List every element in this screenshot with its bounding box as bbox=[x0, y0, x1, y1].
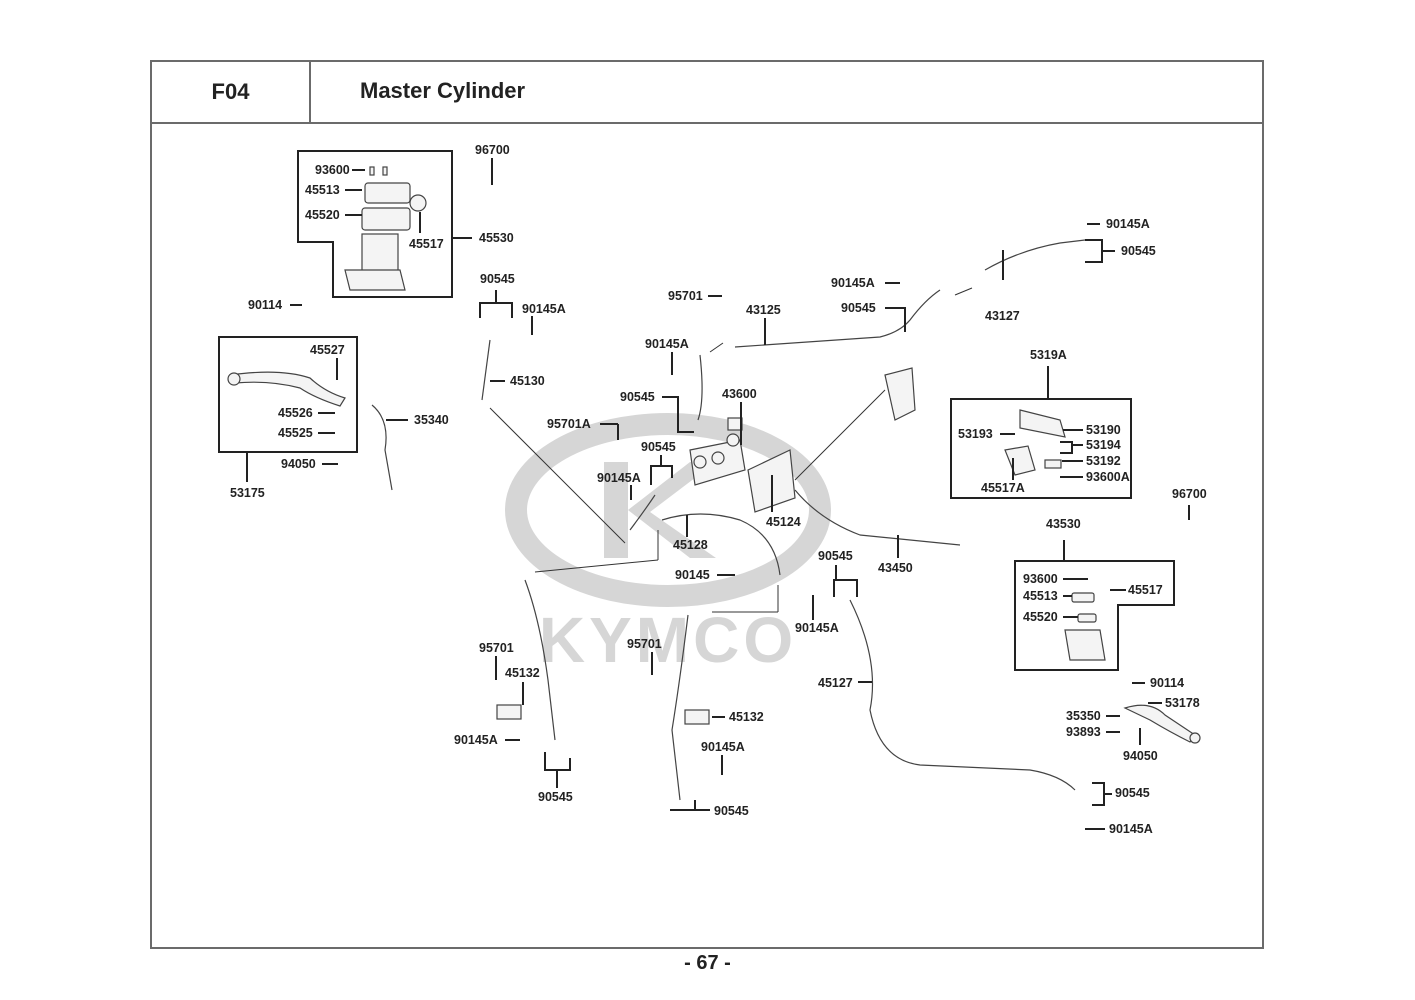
part-label: 90145A bbox=[1106, 217, 1150, 231]
part-label: 90545 bbox=[818, 549, 853, 563]
part-label: 93600 bbox=[315, 163, 350, 177]
part-label: 43127 bbox=[985, 309, 1020, 323]
hose-45127 bbox=[849, 599, 1076, 791]
part-label: 53194 bbox=[1086, 438, 1121, 452]
cable-43450 bbox=[794, 489, 961, 546]
watermark-text: KYMCO bbox=[539, 604, 797, 676]
part-label: 90545 bbox=[641, 440, 676, 454]
part-label: 90145A bbox=[522, 302, 566, 316]
part-label: 93600 bbox=[1023, 572, 1058, 586]
part-label: 5319A bbox=[1030, 348, 1067, 362]
hose-45128-a bbox=[629, 494, 656, 531]
part-label: 45517A bbox=[981, 481, 1025, 495]
part-label: 53192 bbox=[1086, 454, 1121, 468]
hose-45128 bbox=[661, 513, 781, 576]
page-number: - 67 - bbox=[684, 952, 731, 974]
part-label: 45525 bbox=[278, 426, 313, 440]
part-label: 53190 bbox=[1086, 423, 1121, 437]
section-code: F04 bbox=[211, 79, 250, 104]
part-label: 95701 bbox=[627, 637, 662, 651]
part-label: 45520 bbox=[305, 208, 340, 222]
part-label: 95701 bbox=[479, 641, 514, 655]
switch-35340-drawing bbox=[371, 404, 393, 491]
part-label: 45526 bbox=[278, 406, 313, 420]
part-label: 93600A bbox=[1086, 470, 1130, 484]
part-label: 45127 bbox=[818, 676, 853, 690]
part-label: 43125 bbox=[746, 303, 781, 317]
watermark-k-arms bbox=[628, 462, 716, 558]
part-label: 90545 bbox=[1121, 244, 1156, 258]
flow-arrows bbox=[489, 287, 973, 613]
part-label: 35350 bbox=[1066, 709, 1101, 723]
hose-43127 bbox=[984, 239, 1086, 271]
box-45530 bbox=[297, 150, 453, 298]
part-label: 90545 bbox=[714, 804, 749, 818]
leader-lines bbox=[246, 158, 1190, 830]
part-label: 93893 bbox=[1066, 725, 1101, 739]
part-label: 45132 bbox=[729, 710, 764, 724]
part-label: 45124 bbox=[766, 515, 801, 529]
right-master-cylinder-drawing bbox=[1064, 592, 1106, 661]
part-label: 43530 bbox=[1046, 517, 1081, 531]
diagram-frame bbox=[150, 122, 1264, 949]
part-label: 45128 bbox=[673, 538, 708, 552]
hose-left-lower bbox=[524, 579, 556, 741]
part-label: 53175 bbox=[230, 486, 265, 500]
clamps-drawing bbox=[496, 704, 710, 725]
part-label: 90145A bbox=[597, 471, 641, 485]
part-label: 94050 bbox=[281, 457, 316, 471]
part-label: 95701A bbox=[547, 417, 591, 431]
part-label: 90145A bbox=[831, 276, 875, 290]
part-label: 45520 bbox=[1023, 610, 1058, 624]
part-label: 96700 bbox=[1172, 487, 1207, 501]
part-label: 35340 bbox=[414, 413, 449, 427]
part-label: 45130 bbox=[510, 374, 545, 388]
hose-43125 bbox=[734, 289, 941, 348]
part-label: 90145A bbox=[645, 337, 689, 351]
part-label: 90145A bbox=[795, 621, 839, 635]
part-label: 45513 bbox=[1023, 589, 1058, 603]
part-label: 95701 bbox=[668, 289, 703, 303]
part-label: 53193 bbox=[958, 427, 993, 441]
watermark-ring bbox=[505, 413, 831, 607]
part-label: 90145A bbox=[1109, 822, 1153, 836]
part-label: 90545 bbox=[538, 790, 573, 804]
box-43530 bbox=[1014, 560, 1175, 671]
part-label: 90545 bbox=[1115, 786, 1150, 800]
hose-45130 bbox=[481, 339, 491, 401]
part-label: 90114 bbox=[1150, 676, 1184, 690]
part-label: 45132 bbox=[505, 666, 540, 680]
section-title: Master Cylinder bbox=[360, 78, 526, 103]
part-label: 94050 bbox=[1123, 749, 1158, 763]
left-lever-drawing bbox=[227, 371, 346, 407]
part-label: 90145A bbox=[701, 740, 745, 754]
part-label: 90545 bbox=[841, 301, 876, 315]
hose-center-lower bbox=[671, 614, 689, 801]
box-53175 bbox=[218, 336, 358, 453]
part-label: 53178 bbox=[1165, 696, 1200, 710]
part-label: 45517 bbox=[409, 237, 444, 251]
part-label: 45527 bbox=[310, 343, 345, 357]
part-label: 90545 bbox=[620, 390, 655, 404]
part-label: 45530 bbox=[479, 231, 514, 245]
part-label: 43600 bbox=[722, 387, 757, 401]
part-label: 90145 bbox=[675, 568, 710, 582]
part-label: 90545 bbox=[480, 272, 515, 286]
arrow-line bbox=[489, 407, 626, 544]
part-label: 45513 bbox=[305, 183, 340, 197]
box-5319A bbox=[950, 398, 1132, 499]
right-lever-drawing bbox=[1123, 704, 1201, 744]
part-labels: 93600 45513 45520 45517 45530 96700 9011… bbox=[230, 143, 1207, 836]
left-master-cylinder-drawing bbox=[344, 166, 427, 291]
part-label: 90114 bbox=[248, 298, 282, 312]
part-label: 90145A bbox=[454, 733, 498, 747]
hose-upper bbox=[697, 354, 703, 421]
part-label: 43450 bbox=[878, 561, 913, 575]
caliper-drawing bbox=[884, 367, 916, 421]
part-label: 45517 bbox=[1128, 583, 1163, 597]
part-label: 96700 bbox=[475, 143, 510, 157]
